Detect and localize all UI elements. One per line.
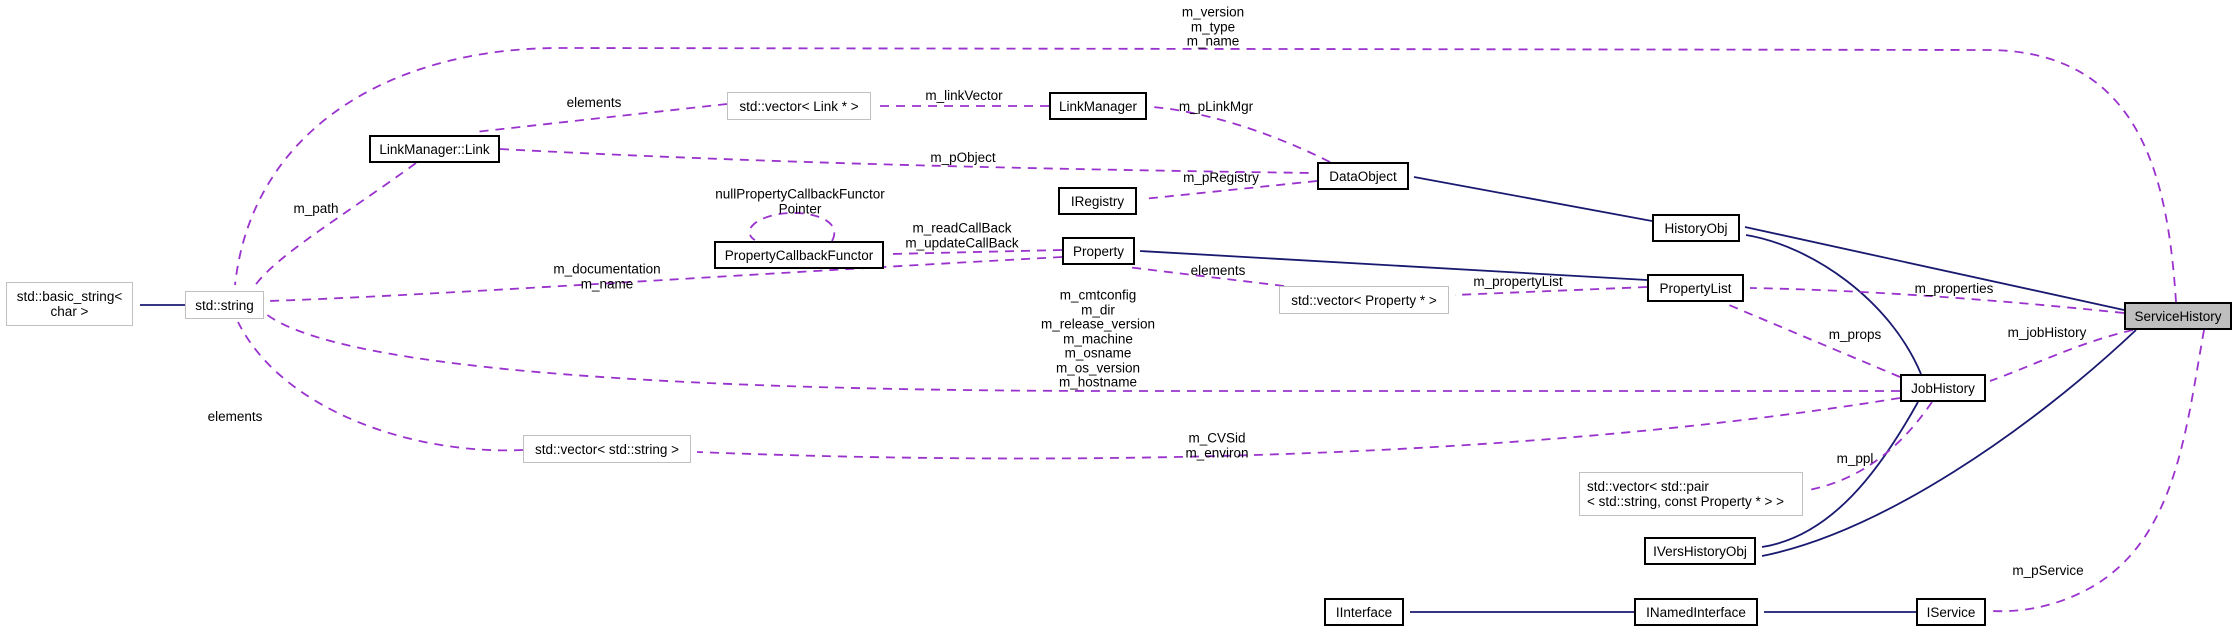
edge-label-m-jobhistory: m_jobHistory xyxy=(2007,324,2087,340)
node-dataobject[interactable]: DataObject xyxy=(1317,162,1409,190)
node-ivershistoryobj[interactable]: IVersHistoryObj xyxy=(1644,537,1756,565)
node-propertylist[interactable]: PropertyList xyxy=(1647,274,1744,302)
edge-inherit-servicehistory-ivershistoryobj xyxy=(1761,329,2137,557)
edge-label-m-path: m_path xyxy=(293,200,339,216)
edge-inherit-jobhistory-historyobj xyxy=(1745,234,1922,375)
edge-label-m-linkvector: m_linkVector xyxy=(925,87,1003,103)
edge-label-elements-strings: elements xyxy=(207,408,263,424)
edge-use-servicehistory-jobhistory xyxy=(1989,329,2134,382)
edge-use-link-string-path xyxy=(253,162,417,288)
node-iservice[interactable]: IService xyxy=(1916,598,1986,626)
node-propertycallbackfunctor[interactable]: PropertyCallbackFunctor xyxy=(714,241,884,269)
node-iinterface[interactable]: IInterface xyxy=(1324,598,1404,626)
edge-use-vectorstring-string-elements xyxy=(237,321,524,452)
edge-inherit-historyobj-dataobject xyxy=(1413,176,1653,222)
node-iregistry[interactable]: IRegistry xyxy=(1058,187,1137,215)
edge-label-m-pservice: m_pService xyxy=(2012,562,2084,578)
edge-use-servicehistory-propertylist xyxy=(1749,287,2125,314)
edge-label-callbacks: m_readCallBack m_updateCallBack xyxy=(905,220,1019,250)
node-inamedinterface[interactable]: INamedInterface xyxy=(1634,598,1758,626)
edge-inherit-servicehistory-historyobj xyxy=(1744,226,2125,311)
edge-use-dataobject-iregistry xyxy=(1142,180,1318,200)
node-historyobj[interactable]: HistoryObj xyxy=(1652,214,1740,242)
edge-inherit-propertylist-property xyxy=(1139,250,1648,281)
edge-use-servicehistory-iservice xyxy=(1991,329,2205,613)
edge-use-property-string xyxy=(268,256,1063,302)
edge-label-m-properties: m_properties xyxy=(1914,280,1994,296)
edge-label-m-pobject: m_pObject xyxy=(930,149,996,165)
edge-use-jobhistory-vectorstring xyxy=(696,397,1901,460)
edge-use-dataobject-linkmanager xyxy=(1152,106,1331,163)
node-std-string: std::string xyxy=(185,291,264,319)
edge-use-servicehistory-string-version xyxy=(234,47,2177,303)
edge-label-elements-properties: elements xyxy=(1190,262,1246,278)
edge-label-m-ppl: m_ppl xyxy=(1836,450,1874,466)
edge-label-m-props: m_props xyxy=(1828,326,1882,342)
node-linkmanager-link[interactable]: LinkManager::Link xyxy=(369,135,500,163)
edge-label-version-type-name: m_version m_type m_name xyxy=(1181,4,1245,49)
node-jobhistory[interactable]: JobHistory xyxy=(1900,374,1986,402)
node-std-basic-string: std::basic_string< char > xyxy=(6,282,133,326)
edge-label-job-strings: m_cmtconfig m_dir m_release_version m_ma… xyxy=(1040,287,1156,390)
edge-label-nullfunctor-pointer: nullPropertyCallbackFunctor Pointer xyxy=(715,186,885,216)
edge-use-property-functor xyxy=(889,249,1063,255)
edge-use-link-dataobject xyxy=(499,148,1315,174)
edge-label-m-propertylist: m_propertyList xyxy=(1473,273,1563,289)
node-std-vector-pair: std::vector< std::pair < std::string, co… xyxy=(1579,472,1803,516)
edge-inherit-jobhistory-ivershistoryobj xyxy=(1761,401,1919,548)
node-std-vector-property: std::vector< Property * > xyxy=(1279,286,1449,314)
edge-label-doc-name: m_documentation m_name xyxy=(553,261,661,291)
edge-label-m-plinkmgr: m_pLinkMgr xyxy=(1178,98,1254,114)
edge-use-propertylist-vectorproperty xyxy=(1454,286,1648,296)
edge-use-functor-selfloop xyxy=(748,212,836,242)
edge-use-vectorproperty-property-elements xyxy=(1126,266,1285,287)
edge-use-jobhistory-vectorpair xyxy=(1808,401,1933,491)
edge-label-elements-links: elements xyxy=(566,94,622,110)
edge-label-cvsid-environ: m_CVSid m_environ xyxy=(1185,430,1249,460)
node-linkmanager[interactable]: LinkManager xyxy=(1049,92,1147,120)
node-std-vector-link: std::vector< Link * > xyxy=(727,92,871,120)
edge-use-jobhistory-string xyxy=(265,313,1900,392)
edge-use-vectorlink-link-elements xyxy=(474,103,728,133)
edge-label-m-pregistry: m_pRegistry xyxy=(1183,169,1259,185)
node-servicehistory: ServiceHistory xyxy=(2124,302,2232,330)
node-property[interactable]: Property xyxy=(1062,237,1135,265)
node-std-vector-string: std::vector< std::string > xyxy=(523,435,691,463)
